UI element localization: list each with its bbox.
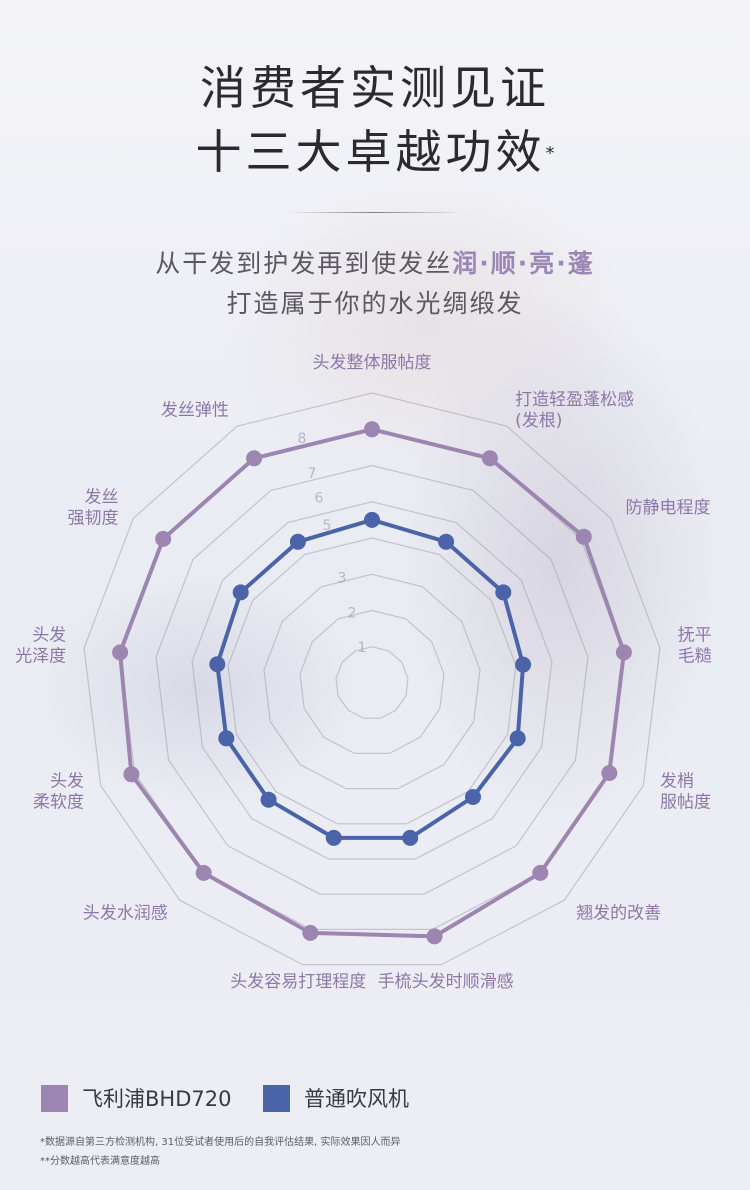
legend-label-ordinary: 普通吹风机: [304, 1087, 409, 1111]
series-line-1: [215, 517, 526, 840]
axis-label: 防静电程度: [626, 498, 711, 518]
axis-label-line: 抚平: [678, 625, 712, 645]
series-0-point: [155, 530, 172, 547]
series-line-0: [118, 427, 626, 939]
series-0-point: [112, 644, 129, 661]
axis-label: 头发柔软度: [33, 772, 84, 813]
axis-label: 头发水润感: [83, 904, 168, 924]
series-1-point: [325, 829, 342, 846]
series-1-point: [260, 791, 277, 808]
axis-label: 头发容易打理程度: [230, 972, 366, 992]
grid-ring-7: [119, 428, 625, 931]
axis-label-line: 头发: [50, 772, 84, 792]
subtitle-prefix: 从干发到护发再到使发丝: [155, 249, 453, 278]
grid-ring-3: [263, 573, 481, 790]
axis-label-line: 头发: [32, 625, 66, 645]
axis-label: 发丝强韧度: [68, 488, 119, 529]
axis-label-line: 光泽度: [15, 646, 66, 666]
series-1-point: [509, 730, 526, 747]
page-title-2: 十三大卓越功效*: [0, 126, 750, 178]
series-0-point: [302, 924, 319, 941]
series-0-point: [601, 765, 618, 781]
axis-label-line: 发梢: [660, 772, 694, 792]
axis-label-line: 头发水润感: [83, 904, 168, 924]
axis-label: 抚平毛糙: [678, 625, 712, 666]
series-0-point: [615, 644, 632, 661]
series-0-point: [532, 864, 549, 881]
axis-label-line: 头发整体服帖度: [313, 353, 432, 373]
subtitle-line-2-text: 打造属于你的水光绸缎发: [226, 289, 524, 318]
title-line-2: 十三大卓越功效: [195, 125, 546, 179]
axis-label-line: 头发容易打理程度: [230, 972, 366, 992]
axis-label: 发丝弹性: [161, 400, 229, 420]
axis-label: 头发整体服帖度: [313, 353, 432, 373]
grid-ring-2: [299, 609, 445, 755]
subtitle-highlight: 润·顺·亮·蓬: [452, 249, 595, 278]
grid-ring-6: [155, 464, 589, 895]
tick-label: 8: [297, 431, 306, 447]
page-title: 消费者实测见证: [0, 62, 750, 114]
series-1-point: [289, 533, 306, 550]
tick-label: 7: [307, 466, 316, 482]
legend-swatch-ordinary: [263, 1084, 290, 1112]
axis-label: 翘发的改善: [576, 904, 661, 924]
grid-ring-1: [335, 646, 409, 719]
title-footnote-mark: *: [545, 143, 555, 164]
axis-label-line: 翘发的改善: [576, 904, 661, 924]
axis-label-line: 服帖度: [660, 793, 711, 813]
legend-swatch-philips: [41, 1084, 68, 1112]
series-1-point: [495, 584, 512, 601]
legend-item-philips: 飞利浦BHD720: [41, 1083, 231, 1113]
axis-label-line: 手梳头发时顺滑感: [378, 972, 514, 992]
series-1-point: [515, 656, 532, 673]
legend-label-philips: 飞利浦BHD720: [82, 1087, 232, 1111]
title-line-1: 消费者实测见证: [200, 61, 550, 115]
tick-label: 1: [358, 640, 367, 656]
axis-label: 发梢服帖度: [660, 772, 711, 813]
title-divider: [287, 212, 463, 213]
footnote-1: *数据源自第三方检测机构, 31位受试者使用后的自我评估结果, 实际效果因人而异: [40, 1137, 401, 1148]
axis-label: 手梳头发时顺滑感: [378, 972, 514, 992]
grid-ring-8: [83, 392, 661, 966]
series-1-point: [402, 829, 419, 846]
grid-ring-5: [191, 501, 553, 860]
subtitle-line-2: 打造属于你的水光绸缎发: [0, 284, 750, 320]
series-0-point: [364, 421, 380, 438]
axis-label-line: 防静电程度: [626, 498, 711, 518]
series-0-point: [575, 528, 592, 545]
axis-label-line: 强韧度: [68, 509, 119, 529]
series-1-point: [232, 584, 249, 601]
subtitle-line-1: 从干发到护发再到使发丝润·顺·亮·蓬: [0, 244, 750, 280]
grid-ring-4: [227, 537, 517, 825]
footnote-2: **分数越高代表满意度越高: [40, 1156, 160, 1167]
tick-label: 6: [314, 490, 323, 506]
axis-label: 打造轻盈蓬松感(发根): [515, 390, 634, 431]
axis-label-line: 柔软度: [33, 793, 84, 813]
series-0-point: [123, 766, 140, 783]
axis-label-line: 发丝弹性: [161, 400, 229, 420]
series-1-point: [209, 656, 226, 673]
axis-label-line: 打造轻盈蓬松感: [515, 390, 634, 410]
series-0-point: [195, 864, 212, 881]
series-1-point: [218, 730, 235, 747]
tick-label: 2: [348, 605, 357, 621]
axis-label-line: 发丝: [85, 488, 119, 508]
series-1-point: [438, 533, 455, 550]
series-0-point: [481, 450, 498, 467]
series-1-point: [364, 511, 380, 528]
axis-label: 头发光泽度: [15, 625, 66, 666]
series-1-point: [465, 789, 481, 805]
tick-label: 5: [322, 518, 331, 534]
axis-label-line: 毛糙: [678, 646, 712, 666]
series-0-point: [246, 450, 263, 467]
tick-label: 3: [337, 571, 346, 587]
legend-item-ordinary: 普通吹风机: [263, 1083, 409, 1113]
series-0-point: [426, 928, 443, 945]
axis-label-line: (发根): [515, 411, 562, 431]
